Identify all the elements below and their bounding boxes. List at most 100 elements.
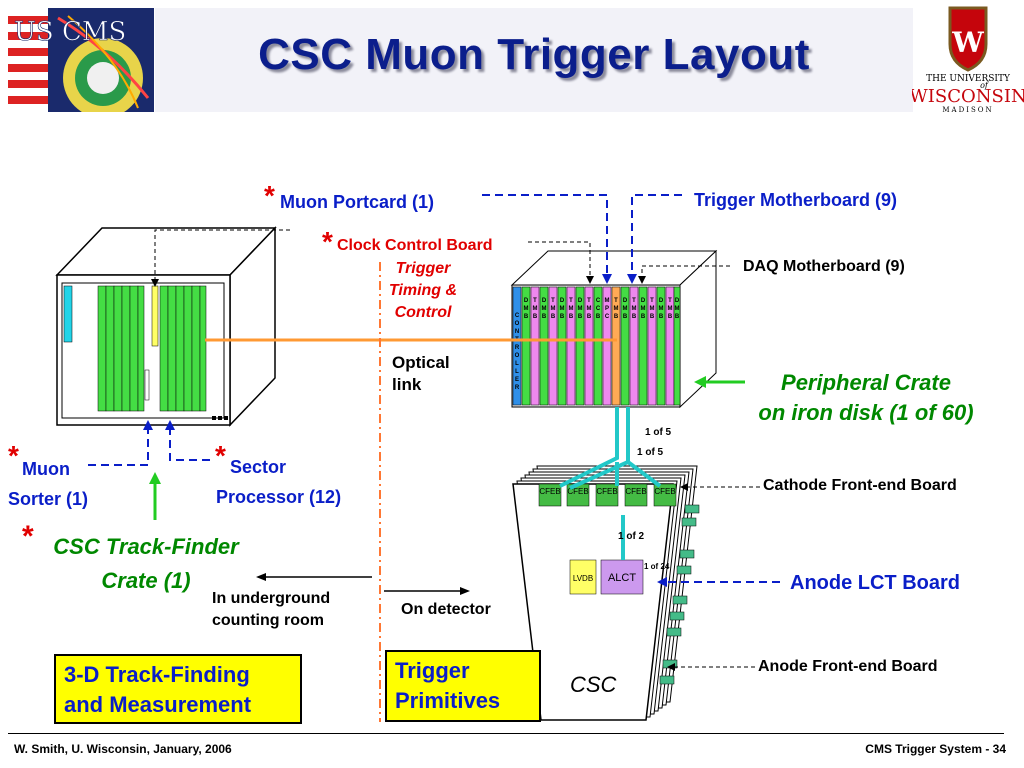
svg-text:L: L xyxy=(515,369,519,375)
svg-text:B: B xyxy=(668,314,673,320)
pointer-arrowheads-black xyxy=(151,276,688,671)
svg-text:O: O xyxy=(515,321,520,327)
one-of-5-label-b: 1 of 5 xyxy=(637,447,664,458)
svg-text:B: B xyxy=(614,314,619,320)
cfeb-label-3: CFEB xyxy=(596,487,617,496)
on-detector-label: On detector xyxy=(401,601,491,618)
track-finding-box: 3-D Track-Finding and Measurement xyxy=(54,654,302,724)
svg-text:M: M xyxy=(605,298,610,304)
footer-author: W. Smith, U. Wisconsin, January, 2006 xyxy=(14,742,232,756)
svg-text:M: M xyxy=(542,306,547,312)
svg-text:M: M xyxy=(533,306,538,312)
svg-text:M: M xyxy=(632,306,637,312)
title-band xyxy=(155,8,913,112)
svg-text:M: M xyxy=(578,306,583,312)
svg-text:B: B xyxy=(650,314,655,320)
svg-text:M: M xyxy=(560,306,565,312)
svg-text:B: B xyxy=(524,314,529,320)
svg-text:O: O xyxy=(515,353,520,359)
controller-letters: C O N T R O L L E R xyxy=(515,313,520,391)
uw-logo-line3: WISCONSIN xyxy=(912,86,1024,107)
svg-text:M: M xyxy=(668,306,673,312)
sector-processor-label: Sector Processor (12) xyxy=(216,457,342,507)
svg-text:C: C xyxy=(605,314,610,320)
clock-control-star: * xyxy=(322,226,333,257)
green-arrows xyxy=(149,376,745,520)
clock-control-label: Clock Control Board xyxy=(337,237,493,254)
svg-text:C: C xyxy=(596,298,601,304)
svg-text:M: M xyxy=(623,306,628,312)
svg-text:T: T xyxy=(632,298,636,304)
svg-text:T: T xyxy=(587,298,591,304)
uw-logo-line1: THE UNIVERSITY xyxy=(926,74,1011,84)
svg-text:B: B xyxy=(551,314,556,320)
pointer-arrowheads-blue xyxy=(143,274,667,587)
card-letters: DMB TMB DMB TMB DMB TMB DMB TMB CCB MPC … xyxy=(524,298,680,320)
one-of-5-label-a: 1 of 5 xyxy=(645,427,672,438)
trigger-timing-label: Trigger Timing & Control xyxy=(388,260,458,321)
svg-text:B: B xyxy=(632,314,637,320)
one-of-2-label: 1 of 2 xyxy=(618,531,645,542)
svg-text:D: D xyxy=(578,298,583,304)
daq-motherboard-label: DAQ Motherboard (9) xyxy=(743,258,905,275)
track-finder-label: CSC Track-Finder Crate (1) xyxy=(53,534,239,593)
uw-logo: W THE UNIVERSITY of WISCONSIN MADISON xyxy=(912,6,1024,114)
svg-text:R: R xyxy=(515,345,520,351)
svg-text:R: R xyxy=(515,385,520,391)
svg-text:D: D xyxy=(560,298,565,304)
cfeb-label-2: CFEB xyxy=(567,487,588,496)
one-of-24-label: 1 of 24 xyxy=(644,562,670,571)
svg-text:B: B xyxy=(542,314,547,320)
cfeb-label-1: CFEB xyxy=(539,487,560,496)
svg-text:D: D xyxy=(524,298,529,304)
svg-text:B: B xyxy=(596,314,601,320)
trigger-motherboard-label: Trigger Motherboard (9) xyxy=(694,190,898,210)
us-cms-logo: US CMS xyxy=(8,8,154,112)
svg-text:D: D xyxy=(542,298,547,304)
underground-label: In underground counting room xyxy=(212,590,331,629)
footer-page: CMS Trigger System - 34 xyxy=(865,742,1006,756)
svg-text:C: C xyxy=(596,306,601,312)
cfeb-label-5: CFEB xyxy=(654,487,675,496)
svg-text:B: B xyxy=(533,314,538,320)
cfeb-boards: CFEB CFEB CFEB CFEB CFEB xyxy=(538,483,677,507)
location-arrows xyxy=(256,573,470,595)
svg-text:T: T xyxy=(614,298,618,304)
muon-sorter-label: Muon Sorter (1) xyxy=(8,459,89,509)
svg-text:T: T xyxy=(551,298,555,304)
cathode-feb-label: Cathode Front-end Board xyxy=(763,477,957,494)
peripheral-crate: C O N T R O L L E R DMB TMB DMB TMB DMB … xyxy=(510,249,718,409)
svg-text:M: M xyxy=(614,306,619,312)
svg-text:M: M xyxy=(569,306,574,312)
svg-text:M: M xyxy=(551,306,556,312)
pointer-lines-black xyxy=(154,229,760,668)
svg-text:B: B xyxy=(569,314,574,320)
csc-label: CSC xyxy=(570,672,617,697)
cfeb-label-4: CFEB xyxy=(625,487,646,496)
svg-text:P: P xyxy=(605,306,609,312)
svg-text:M: M xyxy=(587,306,592,312)
svg-text:D: D xyxy=(641,298,646,304)
svg-text:M: M xyxy=(650,306,655,312)
pointer-lines-blue xyxy=(88,194,780,583)
cyan-links xyxy=(559,407,662,560)
footer-divider xyxy=(8,733,1004,734)
lvdb-label: LVDB xyxy=(573,574,593,583)
svg-text:B: B xyxy=(587,314,592,320)
svg-text:B: B xyxy=(659,314,664,320)
svg-text:B: B xyxy=(623,314,628,320)
svg-text:W: W xyxy=(951,26,984,59)
alct-label: ALCT xyxy=(608,572,636,584)
svg-text:B: B xyxy=(675,314,680,320)
optical-link-label: Optical link xyxy=(392,353,450,394)
svg-text:E: E xyxy=(515,377,519,383)
svg-text:M: M xyxy=(524,306,529,312)
svg-text:T: T xyxy=(569,298,573,304)
track-finder-crate xyxy=(55,226,277,427)
track-finder-star: * xyxy=(22,520,34,553)
header: US CMS CSC Muon Trigger Layout W THE UNI… xyxy=(0,0,1024,118)
svg-text:D: D xyxy=(623,298,628,304)
svg-text:T: T xyxy=(650,298,654,304)
svg-text:L: L xyxy=(515,361,519,367)
svg-text:M: M xyxy=(675,306,680,312)
